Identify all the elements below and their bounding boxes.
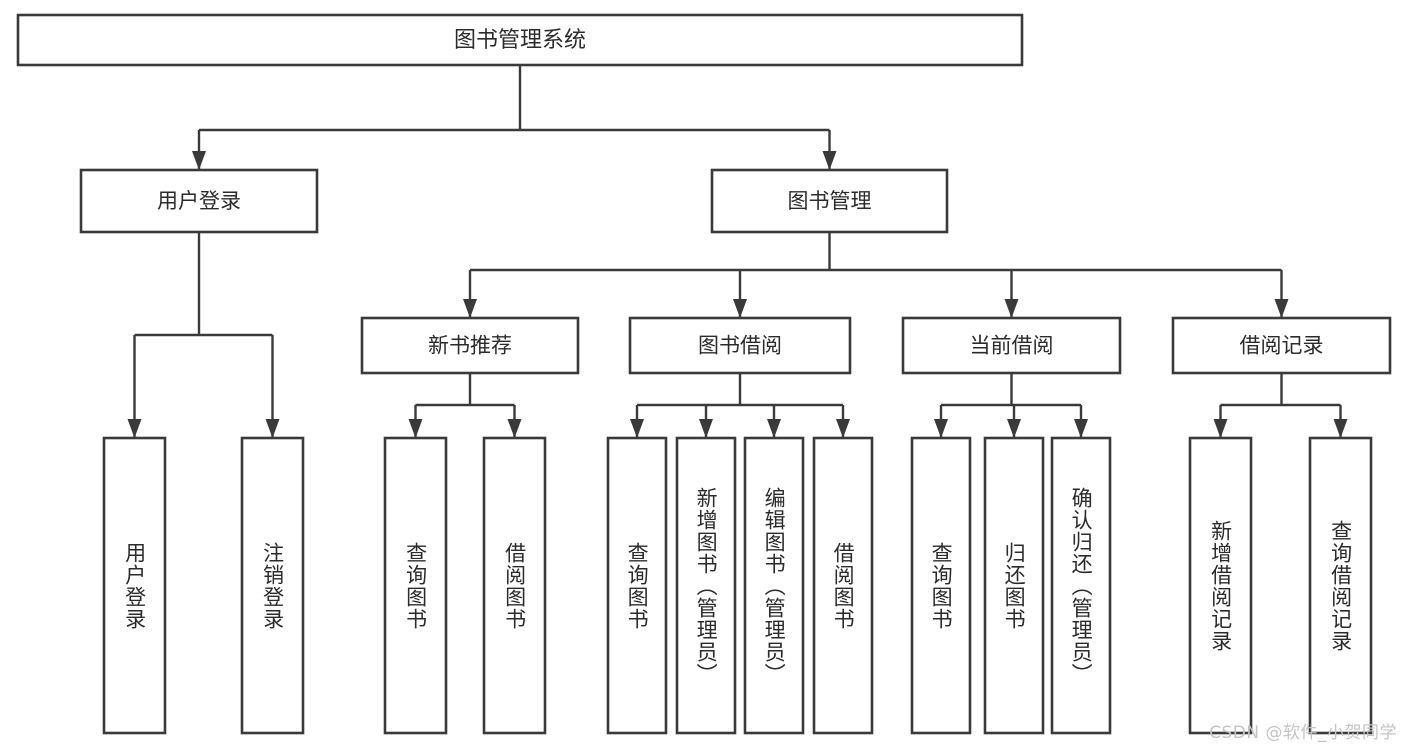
node-box-level2-1[interactable] xyxy=(710,168,949,234)
node-label-root: 图书管理系统 xyxy=(454,28,586,53)
node-box-level3-1[interactable] xyxy=(628,316,852,375)
node-box-leaf-10[interactable] xyxy=(1050,436,1112,735)
arrow-to-leaf-7 xyxy=(836,419,850,438)
arrow-to-leaf-9 xyxy=(1007,419,1021,438)
node-box-level3-0[interactable] xyxy=(360,316,580,375)
node-box-leaf-3[interactable] xyxy=(482,436,547,735)
arrow-to-leaf-0 xyxy=(127,419,142,438)
arrow-to-leaf-1 xyxy=(265,419,280,438)
arrow-to-level3-1 xyxy=(733,299,747,318)
arrow-to-leaf-8 xyxy=(934,419,948,438)
node-box-leaf-6[interactable] xyxy=(743,436,805,735)
node-label-level3-2: 当前借阅 xyxy=(970,334,1054,358)
node-box-leaf-7[interactable] xyxy=(812,436,874,735)
connectors-layer xyxy=(127,65,1348,438)
node-box-leaf-9[interactable] xyxy=(983,436,1045,735)
node-label-level2-0: 用户登录 xyxy=(157,189,241,213)
node-box-level2-0[interactable] xyxy=(79,168,319,234)
arrow-to-level3-3 xyxy=(1274,299,1289,318)
arrow-to-leaf-6 xyxy=(767,419,781,438)
arrow-to-leaf-11 xyxy=(1213,419,1228,438)
node-box-leaf-2[interactable] xyxy=(383,436,448,735)
node-box-leaf-5[interactable] xyxy=(675,436,737,735)
node-label-level3-3: 借阅记录 xyxy=(1240,334,1324,358)
arrow-to-leaf-10 xyxy=(1074,419,1088,438)
arrow-to-leaf-12 xyxy=(1333,419,1348,438)
arrow-to-leaf-5 xyxy=(699,419,713,438)
node-label-level3-0: 新书推荐 xyxy=(428,334,512,358)
arrow-to-level2-0 xyxy=(192,151,206,170)
csdn-watermark: CSDN @软件_小贺同学 xyxy=(1209,723,1397,743)
node-box-leaf-0[interactable] xyxy=(102,436,167,735)
arrow-to-leaf-4 xyxy=(630,419,644,438)
node-label-level2-1: 图书管理 xyxy=(788,189,872,213)
arrow-to-level3-0 xyxy=(463,299,477,318)
arrow-to-leaf-3 xyxy=(507,419,522,438)
node-box-root[interactable] xyxy=(16,13,1024,67)
node-box-leaf-12[interactable] xyxy=(1308,436,1373,735)
arrow-to-level2-1 xyxy=(822,151,837,170)
arrow-to-leaf-2 xyxy=(408,419,423,438)
node-box-leaf-1[interactable] xyxy=(240,436,305,735)
node-box-leaf-11[interactable] xyxy=(1188,436,1253,735)
boxes-layer xyxy=(16,13,1392,735)
node-box-level3-3[interactable] xyxy=(1171,316,1392,375)
node-box-level3-2[interactable] xyxy=(901,316,1122,375)
node-box-leaf-8[interactable] xyxy=(910,436,972,735)
node-label-level3-1: 图书借阅 xyxy=(698,334,782,358)
node-box-leaf-4[interactable] xyxy=(606,436,668,735)
arrow-to-level3-2 xyxy=(1004,299,1019,318)
